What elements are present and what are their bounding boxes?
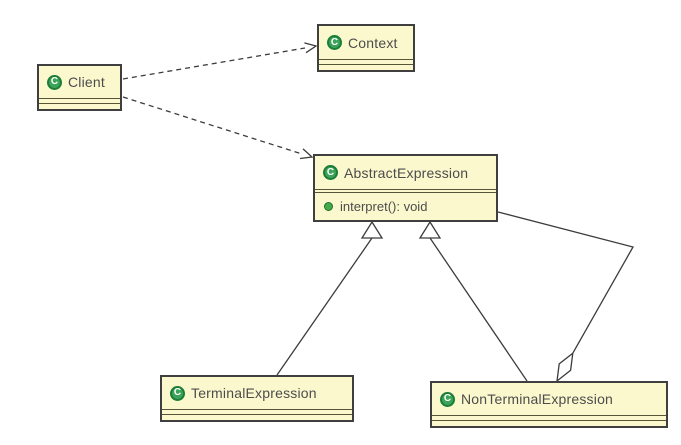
compartment-separator bbox=[39, 103, 120, 104]
class-header: C Client bbox=[39, 66, 120, 98]
class-icon: C bbox=[440, 391, 455, 407]
class-header: C Context bbox=[319, 26, 413, 59]
empty-operations-compartment bbox=[162, 415, 352, 420]
class-name: NonTerminalExpression bbox=[461, 391, 614, 407]
class-name: Client bbox=[68, 74, 105, 90]
class-name: TerminalExpression bbox=[191, 385, 317, 401]
method-row: interpret(): void bbox=[315, 193, 496, 220]
compartment-separator bbox=[315, 189, 496, 190]
compartment-separator bbox=[432, 420, 666, 421]
compartment-separator bbox=[162, 414, 352, 415]
generalization-edge-terminalexpression-to-abstractexpression bbox=[276, 220, 384, 376]
compartment-separator bbox=[315, 192, 496, 193]
class-name: Context bbox=[348, 34, 398, 51]
class-box-abstractexpression: C AbstractExpression interpret(): void bbox=[313, 154, 498, 222]
class-name: AbstractExpression bbox=[344, 164, 469, 181]
method-signature: interpret(): void bbox=[340, 199, 428, 214]
class-box-nonterminalexpression: C NonTerminalExpression bbox=[430, 381, 668, 428]
public-method-icon bbox=[324, 202, 333, 211]
empty-operations-compartment bbox=[432, 421, 666, 426]
class-box-terminalexpression: C TerminalExpression bbox=[160, 375, 354, 422]
class-icon: C bbox=[170, 385, 185, 401]
hollow-triangle-arrowhead-icon bbox=[360, 220, 384, 239]
empty-operations-compartment bbox=[319, 65, 413, 70]
class-icon: C bbox=[323, 165, 338, 180]
hollow-diamond-icon bbox=[556, 351, 574, 383]
aggregation-edge-abstractexpression-to-nonterminalexpression bbox=[497, 211, 634, 383]
class-header: C AbstractExpression bbox=[315, 156, 496, 189]
class-icon: C bbox=[47, 74, 62, 90]
class-box-context: C Context bbox=[317, 24, 415, 72]
empty-operations-compartment bbox=[39, 104, 120, 109]
hollow-triangle-arrowhead-icon bbox=[418, 220, 442, 239]
class-header: C TerminalExpression bbox=[162, 377, 352, 409]
generalization-edge-nonterminalexpression-to-abstractexpression bbox=[418, 220, 528, 382]
compartment-separator bbox=[432, 415, 666, 416]
dependency-edge-client-to-abstractexpression bbox=[122, 96, 314, 160]
class-icon: C bbox=[327, 35, 342, 50]
dependency-edge-client-to-context bbox=[122, 42, 318, 80]
class-box-client: C Client bbox=[37, 64, 122, 111]
class-header: C NonTerminalExpression bbox=[432, 383, 666, 415]
compartment-separator bbox=[319, 64, 413, 65]
compartment-separator bbox=[39, 98, 120, 99]
compartment-separator bbox=[319, 59, 413, 60]
compartment-separator bbox=[162, 409, 352, 410]
